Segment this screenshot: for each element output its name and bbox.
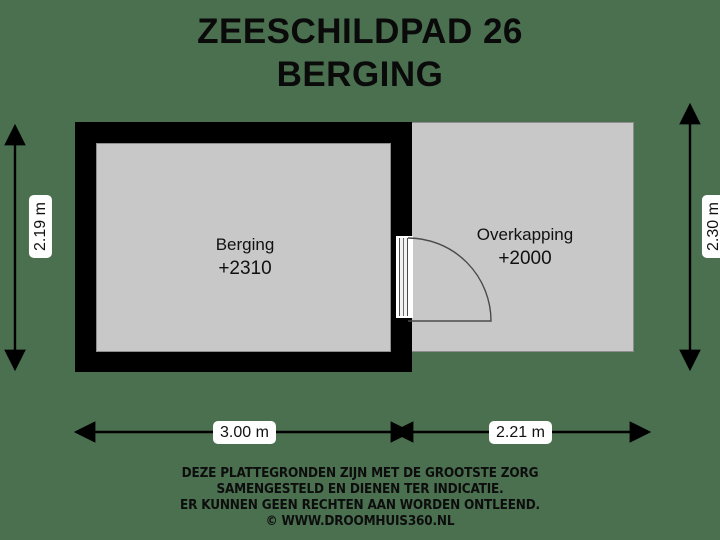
page-subtitle: BERGING [276, 55, 444, 94]
room-walls-berging [75, 122, 412, 372]
dimension-label-left: 2.19 m [28, 195, 52, 258]
room-level-berging: +2310 [218, 258, 272, 279]
room-label-overkapping: Overkapping +2000 [420, 224, 630, 271]
room-area-berging [96, 143, 391, 352]
disclaimer-line-2: SAMENGESTELD EN DIENEN TER INDICATIE. [216, 482, 504, 497]
page-title: ZEESCHILDPAD 26 [197, 12, 523, 51]
disclaimer-line-1: DEZE PLATTEGRONDEN ZIJN MET DE GROOTSTE … [181, 466, 539, 481]
door-swing-arc-icon [407, 237, 492, 322]
door-leaf-line [403, 238, 404, 316]
disclaimer: DEZE PLATTEGRONDEN ZIJN MET DE GROOTSTE … [25, 466, 695, 530]
disclaimer-copyright: © WWW.DROOMHUIS360.NL [265, 514, 455, 529]
room-level-overkapping: +2000 [498, 248, 552, 269]
room-label-berging: Berging +2310 [140, 234, 350, 281]
dimension-label-bottom-right: 2.21 m [489, 421, 552, 444]
room-area-overkapping [412, 122, 634, 352]
disclaimer-line-3: ER KUNNEN GEEN RECHTEN AAN WORDEN ONTLEE… [180, 498, 540, 513]
room-name-berging: Berging [215, 235, 275, 254]
room-name-overkapping: Overkapping [476, 225, 574, 244]
dimension-label-bottom-left: 3.00 m [213, 421, 276, 444]
dimension-label-right: 2.30 m [701, 195, 720, 258]
